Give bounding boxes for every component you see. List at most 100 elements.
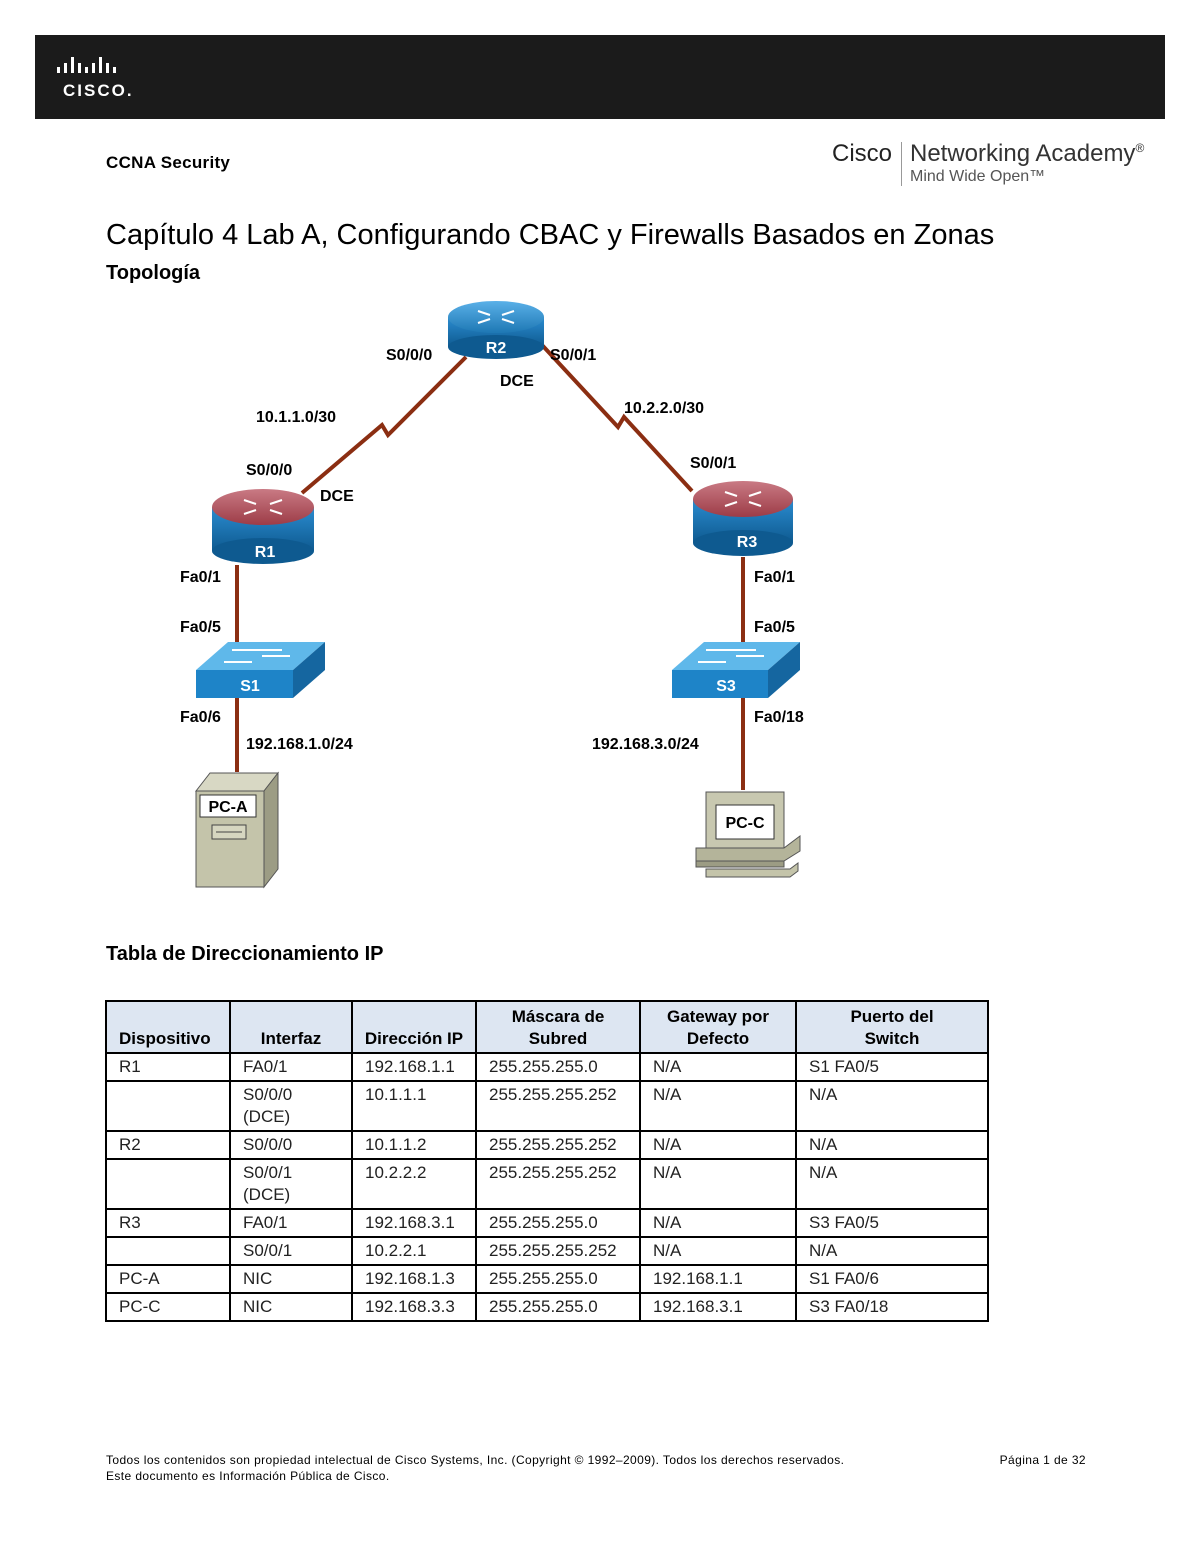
router-r1[interactable]: R1 bbox=[212, 489, 314, 564]
table-row: S0/0/1(DCE) 10.2.2.2 255.255.255.252 N/A… bbox=[105, 1158, 989, 1210]
label-r2-s001: S0/0/1 bbox=[550, 347, 596, 364]
table-row: R2 S0/0/0 10.1.1.2 255.255.255.252 N/A N… bbox=[105, 1130, 989, 1160]
cell-gateway: N/A bbox=[639, 1158, 797, 1210]
pc-a[interactable]: PC-A bbox=[194, 771, 280, 889]
router-r3[interactable]: R3 bbox=[693, 481, 793, 556]
link-r2-r3 bbox=[540, 343, 694, 493]
page-number: Página 1 de 32 bbox=[999, 1453, 1086, 1467]
cell-switch-port: S3 FA0/18 bbox=[795, 1292, 989, 1322]
cell-switch-port: N/A bbox=[795, 1080, 989, 1132]
label-r2-dce: DCE bbox=[500, 373, 534, 390]
router-r2[interactable]: R2 bbox=[448, 301, 544, 359]
cell-interface-name: FA0/1 bbox=[243, 1057, 288, 1076]
cell-interface-role: (DCE) bbox=[243, 1107, 291, 1126]
cell-device bbox=[105, 1236, 231, 1266]
course-name: CCNA Security bbox=[106, 153, 231, 172]
col-mask-line1: Máscara de bbox=[511, 1007, 605, 1026]
cell-device: PC-C bbox=[105, 1292, 231, 1322]
cell-gateway: N/A bbox=[639, 1080, 797, 1132]
switch-arrows-icon bbox=[698, 649, 764, 663]
col-device: Dispositivo bbox=[105, 1000, 231, 1054]
cell-interface-name: FA0/1 bbox=[243, 1213, 288, 1232]
cell-mask: 255.255.255.0 bbox=[475, 1208, 641, 1238]
cell-device: R3 bbox=[105, 1208, 231, 1238]
cell-switch-port: N/A bbox=[795, 1130, 989, 1160]
label-r3-s001: S0/0/1 bbox=[690, 455, 736, 472]
label-r1-dce: DCE bbox=[320, 488, 354, 505]
cell-ip: 10.1.1.2 bbox=[351, 1130, 477, 1160]
switch-s3[interactable]: S3 bbox=[672, 642, 800, 698]
cell-mask: 255.255.255.252 bbox=[475, 1158, 641, 1210]
cisco-banner: CISCO. bbox=[35, 35, 1165, 119]
cell-mask: 255.255.255.0 bbox=[475, 1052, 641, 1082]
cell-interface-name: S0/0/1 bbox=[243, 1241, 293, 1260]
topology-diagram: R2 R1 R3 S1 bbox=[180, 301, 804, 889]
cell-gateway: N/A bbox=[639, 1130, 797, 1160]
links bbox=[235, 343, 745, 790]
col-mask: Máscara de Subred bbox=[475, 1000, 641, 1054]
cell-ip: 192.168.1.1 bbox=[351, 1052, 477, 1082]
cisco-wordmark: CISCO. bbox=[63, 81, 134, 100]
cell-mask: 255.255.255.0 bbox=[475, 1264, 641, 1294]
page-footer: Todos los contenidos son propiedad intel… bbox=[106, 1452, 1086, 1484]
label-s1-fa06: Fa0/6 bbox=[180, 709, 221, 726]
cell-mask: 255.255.255.252 bbox=[475, 1236, 641, 1266]
col-interface: Interfaz bbox=[229, 1000, 353, 1054]
cell-interface-role: (DCE) bbox=[243, 1185, 291, 1204]
cell-interface: S0/0/0 bbox=[229, 1130, 353, 1160]
keyboard-icon bbox=[705, 862, 799, 878]
router-arrows-icon bbox=[243, 499, 283, 515]
table-header-row: Dispositivo Interfaz Dirección IP Máscar… bbox=[105, 1000, 989, 1054]
cell-switch-port: N/A bbox=[795, 1158, 989, 1210]
label-net-10-1: 10.1.1.0/30 bbox=[256, 409, 336, 426]
router-arrows-icon bbox=[724, 491, 762, 507]
label-r3-fa01: Fa0/1 bbox=[754, 569, 795, 586]
academy-reg-mark: ® bbox=[1135, 141, 1145, 155]
label-s1: S1 bbox=[240, 678, 260, 695]
cell-switch-port: N/A bbox=[795, 1236, 989, 1266]
cell-interface-name: NIC bbox=[243, 1297, 273, 1316]
cell-interface: FA0/1 bbox=[229, 1052, 353, 1082]
cell-interface-name: NIC bbox=[243, 1269, 273, 1288]
cell-ip: 192.168.1.3 bbox=[351, 1264, 477, 1294]
academy-name: Networking Academy® bbox=[910, 140, 1144, 168]
pc-c[interactable]: PC-C bbox=[695, 791, 801, 878]
academy-tagline: Mind Wide Open™ bbox=[910, 168, 1046, 185]
footer-copyright: Todos los contenidos son propiedad intel… bbox=[106, 1453, 845, 1467]
cell-ip: 10.2.2.2 bbox=[351, 1158, 477, 1210]
addressing-heading: Tabla de Direccionamiento IP bbox=[106, 943, 384, 965]
link-r1-r2 bbox=[300, 355, 468, 495]
label-s3-fa05: Fa0/5 bbox=[754, 619, 795, 636]
cell-device bbox=[105, 1080, 231, 1132]
cell-device bbox=[105, 1158, 231, 1210]
col-mask-line2: Subred bbox=[528, 1029, 588, 1048]
cell-device: R1 bbox=[105, 1052, 231, 1082]
label-net-10-2: 10.2.2.0/30 bbox=[624, 400, 704, 417]
cisco-bridge-logo-icon bbox=[57, 57, 116, 73]
table-row: R1 FA0/1 192.168.1.1 255.255.255.0 N/A S… bbox=[105, 1052, 989, 1082]
networking-academy-logo: Cisco Networking Academy® Mind Wide Open… bbox=[832, 140, 1162, 190]
page-title: Capítulo 4 Lab A, Configurando CBAC y Fi… bbox=[106, 219, 995, 252]
router-arrows-icon bbox=[477, 310, 515, 324]
topology-heading: Topología bbox=[106, 262, 201, 284]
col-gw-line1: Gateway por bbox=[666, 1007, 770, 1026]
label-r3: R3 bbox=[737, 534, 758, 551]
cell-device: PC-A bbox=[105, 1264, 231, 1294]
cell-mask: 255.255.255.252 bbox=[475, 1080, 641, 1132]
switch-s1[interactable]: S1 bbox=[196, 642, 325, 698]
cell-interface: FA0/1 bbox=[229, 1208, 353, 1238]
table-row: PC-A NIC 192.168.1.3 255.255.255.0 192.1… bbox=[105, 1264, 989, 1294]
cell-interface: S0/0/1(DCE) bbox=[229, 1158, 353, 1210]
cell-switch-port: S1 FA0/5 bbox=[795, 1052, 989, 1082]
label-r1: R1 bbox=[255, 544, 276, 561]
cell-interface: S0/0/0(DCE) bbox=[229, 1080, 353, 1132]
cell-mask: 255.255.255.0 bbox=[475, 1292, 641, 1322]
label-net-192-1: 192.168.1.0/24 bbox=[246, 736, 353, 753]
cell-ip: 192.168.3.1 bbox=[351, 1208, 477, 1238]
academy-brand: Cisco bbox=[832, 140, 893, 167]
cell-gateway: N/A bbox=[639, 1236, 797, 1266]
cell-mask: 255.255.255.252 bbox=[475, 1130, 641, 1160]
table-row: R3 FA0/1 192.168.3.1 255.255.255.0 N/A S… bbox=[105, 1208, 989, 1238]
label-net-192-3: 192.168.3.0/24 bbox=[592, 736, 699, 753]
